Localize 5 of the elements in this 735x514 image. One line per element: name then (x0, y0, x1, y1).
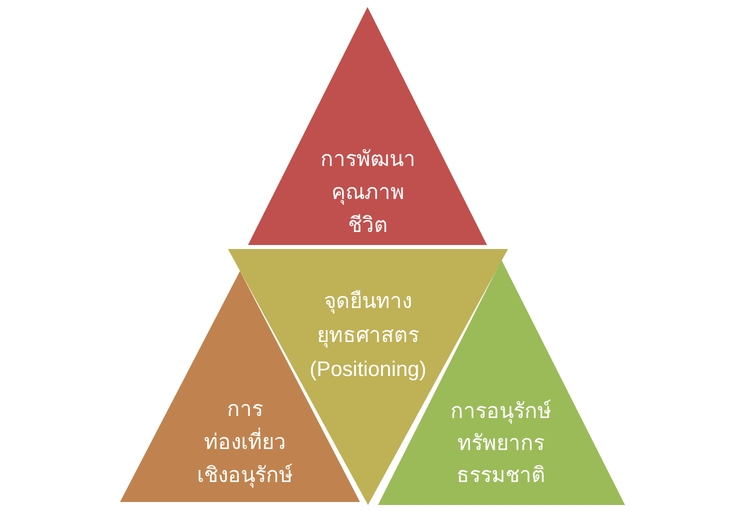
triangle-segment (248, 7, 487, 245)
segment-label: การอนุรักษ์ทรัพยากรธรรมชาติ (450, 398, 552, 489)
segment-label: จุดยืนทางยุทธศาสตร (Positioning) (308, 289, 428, 383)
segment-label: การท่องเที่ยวเชิงอนุรักษ์ (196, 397, 294, 490)
segment-label: การพัฒนาคุณภาพชีวิต (320, 147, 416, 239)
